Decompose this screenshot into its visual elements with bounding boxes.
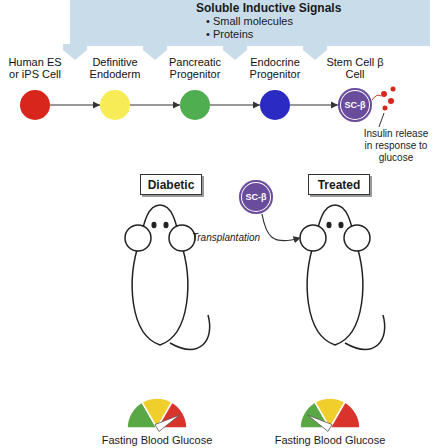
stage-label: Stem Cell β Cell [326, 56, 384, 80]
mouse-ear [125, 225, 151, 251]
stage-label: Pancreatic Progenitor [166, 56, 224, 80]
glucose-gauge [127, 398, 187, 431]
transition-arrow [50, 104, 100, 105]
transition-arrow [210, 104, 260, 105]
transition-arrow [130, 104, 180, 105]
signal-tab [223, 44, 247, 60]
mouse-ear [169, 225, 195, 251]
mouse-eye [164, 223, 168, 228]
mouse-diabetic [125, 205, 210, 349]
insulin-granule [383, 106, 388, 111]
endocrine-progenitor-circle: Endocrine Progenitor [260, 90, 290, 120]
transplant-cell-circle: SC-β [239, 180, 273, 214]
gauge-caption: Fasting Blood Glucose [270, 434, 390, 446]
bullet-item: • Proteins [196, 28, 430, 41]
signal-tab [303, 44, 327, 60]
signal-tab [63, 44, 87, 60]
glucose-gauge [300, 398, 360, 431]
state-box: Treated [308, 174, 370, 195]
gauge-needle [155, 415, 180, 431]
state-label: Diabetic [148, 178, 195, 192]
mouse-eye [327, 223, 331, 228]
banner-heading: Soluble Inductive Signals [196, 2, 430, 15]
insulin-granule [391, 87, 396, 92]
endoderm-circle: Definitive Endoderm [100, 90, 130, 120]
stage-label: Endocrine Progenitor [246, 56, 304, 80]
gauge-needle [308, 415, 333, 431]
beta-cell-circle: Stem Cell β CellSC-β [338, 88, 372, 122]
cell-label: SC-β [345, 100, 366, 110]
secretion-line [372, 95, 381, 100]
insulin-granule [381, 91, 387, 97]
stem-cell-circle: Human ES or iPS Cell [20, 90, 50, 120]
signal-banner: Soluble Inductive Signals• Small molecul… [70, 0, 430, 46]
gauge-sector [330, 402, 360, 428]
bullet-item: • Small molecules [196, 15, 430, 28]
mouse-ear [300, 225, 326, 251]
cell-label: SC-β [246, 192, 267, 202]
mouse-eye [152, 223, 156, 228]
transplant-arrow [262, 214, 300, 241]
insulin-granule [388, 98, 394, 104]
transition-arrow [290, 104, 338, 105]
mouse-eye [339, 223, 343, 228]
process-label: Transplantation [190, 232, 262, 244]
pancreatic-progenitor-circle: Pancreatic Progenitor [180, 90, 210, 120]
state-box: Diabetic [140, 174, 202, 195]
leader-line [379, 113, 384, 127]
annotation-text: Insulin release in response to glucose [362, 128, 430, 164]
gauge-caption: Fasting Blood Glucose [97, 434, 217, 446]
mouse-treated [300, 205, 385, 349]
stage-label: Definitive Endoderm [86, 56, 144, 80]
signal-tab [143, 44, 167, 60]
state-label: Treated [318, 178, 361, 192]
mouse-ear [344, 225, 370, 251]
stage-label: Human ES or iPS Cell [6, 56, 64, 80]
